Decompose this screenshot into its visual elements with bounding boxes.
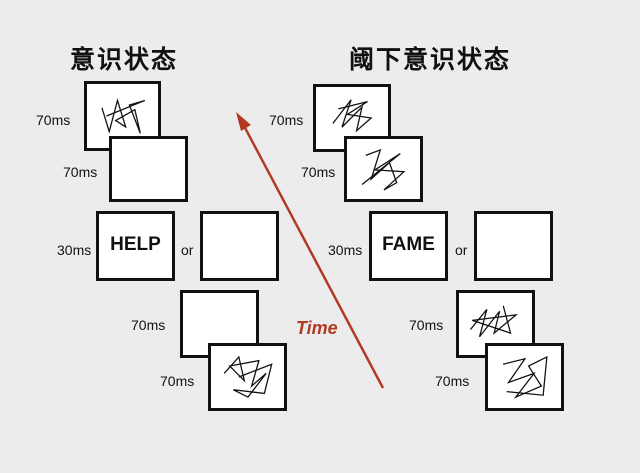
scribble-mask-icon [361, 148, 406, 191]
time-label: Time [296, 318, 338, 338]
left-target-word: HELP [110, 233, 161, 255]
right-target-duration: 30ms [328, 242, 363, 258]
right-mask3-duration: 70ms [409, 317, 444, 333]
right-target-word: FAME [382, 233, 435, 255]
scribble-mask-icon [332, 99, 373, 133]
right-mask2-duration: 70ms [301, 164, 336, 180]
scribble-mask-icon [502, 355, 548, 399]
right-mask1-duration: 70ms [269, 112, 304, 128]
scribble-mask-icon [469, 305, 519, 338]
left-blank2-duration: 70ms [131, 317, 166, 333]
right-mask2-frame [344, 136, 423, 202]
left-or-label: or [181, 242, 194, 258]
left-target-frame: HELP [96, 211, 175, 281]
left-blank1-frame [109, 136, 188, 202]
right-or-label: or [455, 242, 468, 258]
left-blank1-duration: 70ms [63, 164, 98, 180]
scribble-mask-icon [223, 355, 273, 398]
right-mask4-frame [485, 343, 564, 411]
left-target-duration: 30ms [57, 242, 92, 258]
left-mask2-frame [208, 343, 287, 411]
subliminal-state-title: 阈下意识状态 [349, 45, 512, 74]
scribble-mask-icon [101, 98, 146, 134]
right-target-frame: FAME [369, 211, 448, 281]
right-mask4-duration: 70ms [435, 373, 470, 389]
right-blank-alternative-frame [474, 211, 553, 281]
left-mask1-duration: 70ms [36, 112, 71, 128]
left-mask2-duration: 70ms [160, 373, 195, 389]
left-blank-alternative-frame [200, 211, 279, 281]
conscious-state-title: 意识状态 [70, 45, 179, 74]
